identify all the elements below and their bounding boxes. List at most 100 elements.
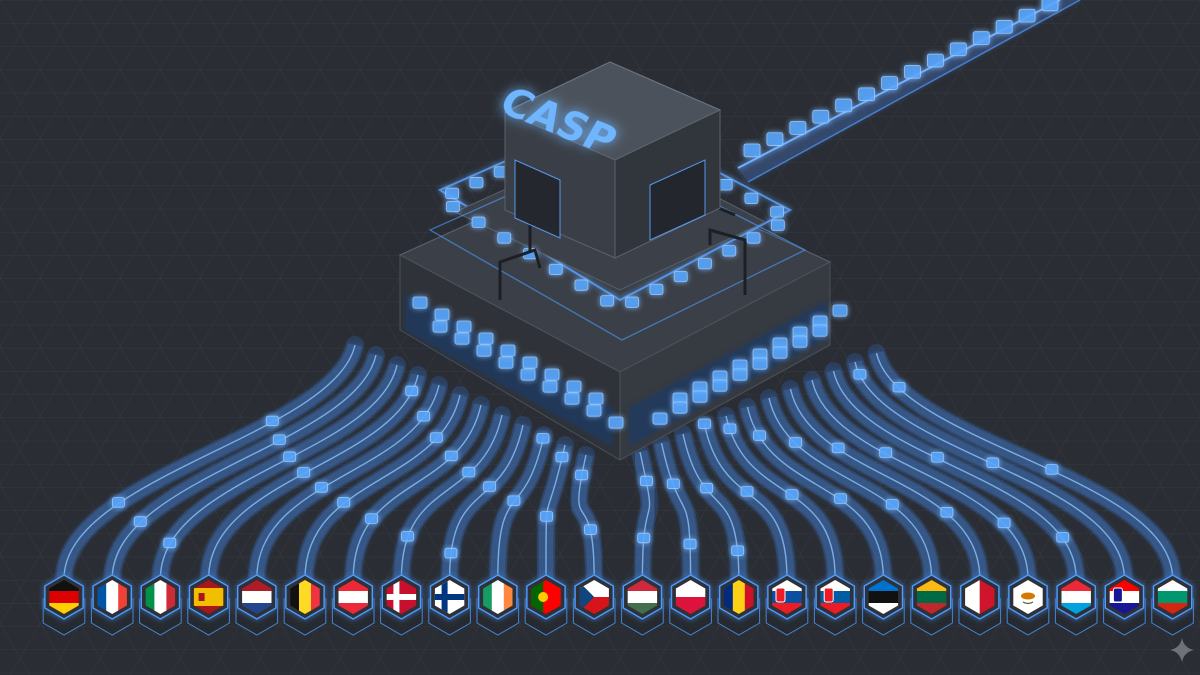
incoming-packets <box>743 0 1059 158</box>
ring-packet <box>718 179 733 191</box>
bulgaria-flag-icon <box>1151 574 1194 636</box>
tube-packet <box>637 532 651 544</box>
tube-packet <box>444 547 458 559</box>
tube-packet <box>337 497 351 508</box>
tube-packet <box>163 537 177 549</box>
tube-packet <box>723 423 737 434</box>
ring-packet <box>600 295 615 307</box>
tube-es <box>199 366 427 588</box>
platform-packet <box>432 320 448 333</box>
platform-packet <box>732 368 748 381</box>
tube-packet <box>405 385 419 397</box>
tube-packet <box>940 507 954 518</box>
incoming-packet <box>995 20 1013 34</box>
platform-packet <box>608 416 624 429</box>
poland-flag-icon <box>669 574 712 636</box>
romania-flag-icon <box>717 574 761 636</box>
platform-packet <box>434 308 450 321</box>
casp-building: CASP <box>492 61 722 259</box>
ireland-flag-icon <box>476 574 520 636</box>
tube-packet <box>986 457 1000 468</box>
france-flag-icon <box>90 574 134 636</box>
platform-packet <box>454 332 470 345</box>
hungary-flag-icon <box>621 574 664 636</box>
tube-ie <box>488 426 553 588</box>
incoming-packet <box>881 76 898 90</box>
austria-flag-icon <box>331 574 375 636</box>
platform-packet <box>692 390 708 403</box>
platform-packet <box>752 357 768 370</box>
platform-packet <box>672 401 688 414</box>
ring-packet <box>548 263 563 276</box>
incoming-packet <box>789 121 807 135</box>
slovakia-flag-icon <box>765 574 809 636</box>
tube-packet <box>265 415 279 427</box>
czechia-flag-icon <box>572 574 616 636</box>
country-flag-row <box>42 574 1194 636</box>
incoming-packet <box>835 98 853 113</box>
ring-packet <box>469 177 484 189</box>
incoming-packet <box>1018 8 1036 23</box>
tube-packet <box>831 442 845 454</box>
portugal-flag-icon <box>524 574 568 636</box>
tube-packet <box>683 538 697 550</box>
incoming-packet <box>926 53 944 68</box>
tube-dk <box>392 406 511 588</box>
germany-flag-icon <box>42 574 86 636</box>
tube-packet <box>297 467 311 478</box>
tube-cy <box>803 371 1037 588</box>
ring-packet <box>445 187 460 199</box>
platform-packet <box>792 335 808 348</box>
italy-flag-icon <box>139 574 182 636</box>
estonia-flag-icon <box>862 574 905 636</box>
belgium-flag-icon <box>283 574 327 636</box>
tube-packet <box>401 531 414 542</box>
platform-packet <box>772 346 788 359</box>
sparkle-icon <box>1170 638 1194 662</box>
cyprus-flag-icon <box>1006 574 1050 636</box>
tube-de <box>55 336 364 588</box>
platform-packet <box>522 356 538 369</box>
tube-packet <box>507 495 521 506</box>
ring-packet <box>770 206 785 218</box>
tube-packet <box>429 432 443 443</box>
ring-packet <box>770 219 785 231</box>
ring-packet <box>574 279 589 291</box>
croatia-flag-icon <box>1103 574 1146 636</box>
tube-si <box>717 407 845 588</box>
tube-packet <box>785 489 799 500</box>
tube-packet <box>272 434 286 445</box>
tube-packet <box>834 493 847 504</box>
ring-packet <box>744 192 759 204</box>
tube-packet <box>283 451 297 462</box>
platform-packet <box>542 380 558 393</box>
tube-pt <box>536 436 574 588</box>
netherlands-flag-icon <box>235 574 279 636</box>
tube-packet <box>753 430 766 441</box>
incoming-packet <box>743 143 761 158</box>
tube-packet <box>666 478 680 489</box>
platform-packet <box>544 368 560 381</box>
tube-packet <box>853 369 867 380</box>
ring-packet <box>649 283 664 296</box>
tube-packet <box>879 447 893 458</box>
tube-packet <box>444 450 458 462</box>
tube-at <box>344 396 490 588</box>
incoming-packet <box>812 109 830 124</box>
tube-packet <box>315 482 328 493</box>
tube-packet <box>133 516 147 527</box>
denmark-flag-icon <box>380 574 423 636</box>
tube-packet <box>417 411 431 422</box>
platform-packet <box>456 320 472 333</box>
tube-packet <box>640 475 653 487</box>
tube-packet <box>789 437 803 448</box>
tube-hu <box>631 443 659 588</box>
incoming-packet <box>972 31 990 45</box>
platform-packet <box>652 412 668 425</box>
lithuania-flag-icon <box>910 574 953 636</box>
tube-packet <box>483 481 496 492</box>
slovenia-flag-icon <box>813 574 857 636</box>
platform-packets <box>412 296 848 429</box>
ring-packet <box>445 200 460 213</box>
